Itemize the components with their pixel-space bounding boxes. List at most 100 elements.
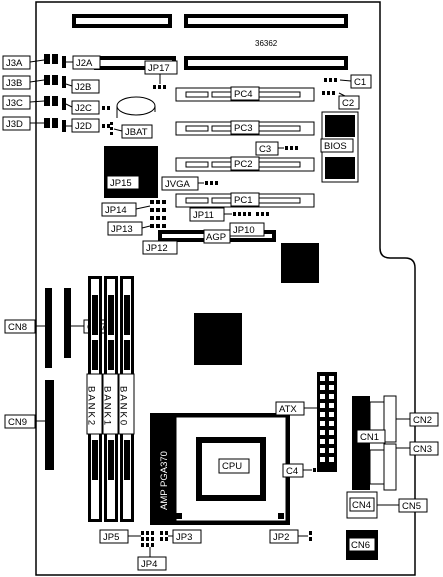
pc2-label: PC2 (230, 156, 260, 171)
jp14-label: JP14 (101, 202, 151, 217)
svg-text:BIOS: BIOS (324, 141, 347, 152)
svg-text:C4: C4 (286, 466, 298, 477)
svg-text:CN2: CN2 (413, 415, 432, 426)
svg-text:PC3: PC3 (234, 123, 252, 134)
svg-text:JVGA: JVGA (165, 179, 190, 190)
svg-text:CN9: CN9 (8, 417, 27, 428)
battery (116, 96, 156, 118)
svg-text:JP13: JP13 (111, 224, 133, 235)
bank1-label: BANK1 (102, 373, 119, 435)
atx-label: ATX (275, 401, 317, 416)
svg-text:J2C: J2C (75, 103, 92, 114)
svg-text:J3B: J3B (6, 78, 22, 89)
jvga-label: JVGA (161, 176, 218, 191)
board-outline (35, 1, 416, 576)
pc4-label: PC4 (230, 86, 260, 101)
j3a-label: J3A (2, 55, 45, 70)
pc3-label: PC3 (230, 120, 260, 135)
svg-text:CPU: CPU (222, 461, 242, 472)
c4-label: C4 (282, 463, 326, 478)
pc1-label: PC1 (230, 192, 260, 207)
svg-text:JP10: JP10 (233, 225, 255, 236)
cn6-connector: CN6 (346, 530, 378, 560)
cn9-label: CN9 (4, 414, 45, 429)
svg-text:AGP: AGP (206, 232, 226, 243)
j2a-label: J2A (66, 55, 101, 70)
jp10-label: JP10 (229, 222, 265, 237)
c3-label: C3 (255, 141, 298, 156)
c1-label: C1 (324, 74, 372, 89)
svg-text:JP2: JP2 (273, 532, 289, 543)
j2b-label: J2B (65, 79, 100, 94)
svg-text:J3D: J3D (6, 119, 23, 130)
cn1-label: CN1 (356, 429, 386, 444)
bank2-label: BANK2 (86, 373, 103, 435)
svg-text:J3A: J3A (6, 58, 23, 69)
jp13-14-jumpers (150, 200, 166, 228)
cn2-label: CN2 (396, 412, 439, 427)
jp17-label: JP17 (144, 60, 178, 89)
svg-text:J2A: J2A (76, 58, 93, 69)
svg-text:CN5: CN5 (402, 501, 421, 512)
svg-text:JP4: JP4 (141, 559, 157, 570)
svg-text:JP3: JP3 (176, 532, 192, 543)
svg-text:ATX: ATX (279, 404, 297, 415)
cn8-label: CN8 (4, 319, 45, 334)
jp13-label: JP13 (107, 221, 151, 236)
svg-text:BANK0: BANK0 (118, 386, 129, 427)
j2d-label: J2D (66, 118, 100, 133)
bank0-label: BANK0 (118, 373, 135, 435)
svg-text:JP12: JP12 (146, 243, 168, 254)
svg-text:C1: C1 (354, 77, 366, 88)
jp3-label: JP3 (168, 529, 202, 544)
jbat-label: JBAT (110, 122, 153, 139)
jp3-5-jumpers (141, 531, 168, 547)
cn3-label: CN3 (396, 441, 439, 456)
svg-text:BANK2: BANK2 (86, 386, 97, 427)
svg-text:J2B: J2B (75, 82, 91, 93)
board-code: 36362 (255, 39, 278, 48)
svg-text:C2: C2 (342, 98, 354, 109)
isa-slots-top (72, 14, 348, 70)
atx-connector (317, 372, 337, 472)
svg-text:AMP PGA370: AMP PGA370 (159, 451, 170, 510)
c2-label: C2 (322, 91, 360, 110)
j3c-label: J3C (2, 95, 45, 110)
svg-text:CN3: CN3 (413, 444, 432, 455)
svg-text:PC2: PC2 (234, 159, 252, 170)
svg-text:CN4: CN4 (352, 500, 371, 511)
jp4-label: JP4 (137, 547, 167, 571)
svg-text:C3: C3 (259, 144, 271, 155)
j2-jumpers (102, 106, 110, 128)
cn4-connector: CN4 (346, 491, 378, 519)
jp2-label: JP2 (269, 529, 312, 544)
bios-chip: BIOS (320, 111, 359, 183)
svg-text:BANK1: BANK1 (102, 386, 113, 427)
svg-text:J2D: J2D (75, 121, 92, 132)
svg-text:CN1: CN1 (360, 432, 379, 443)
svg-text:PC1: PC1 (234, 195, 252, 206)
j3b-label: J3B (2, 75, 45, 90)
svg-text:JP14: JP14 (105, 205, 127, 216)
svg-text:JP15: JP15 (110, 178, 132, 189)
cn5-label: CN5 (377, 498, 428, 513)
j3d-label: J3D (2, 116, 44, 131)
j2c-label: J2C (65, 100, 100, 115)
left-headers (44, 54, 66, 132)
jp12-label: JP12 (142, 240, 178, 255)
svg-text:J3C: J3C (6, 98, 23, 109)
chip-center (194, 313, 242, 365)
cpu-socket: AMP PGA370 (150, 413, 290, 525)
svg-text:JP11: JP11 (193, 210, 214, 221)
svg-text:CN6: CN6 (351, 540, 370, 551)
cn8-header (45, 288, 71, 368)
cn9-header (45, 380, 54, 470)
cpu-label: CPU (218, 458, 250, 474)
svg-text:PC4: PC4 (234, 89, 252, 100)
svg-text:JBAT: JBAT (125, 127, 148, 138)
chip-jp15: JP15 (104, 146, 158, 198)
svg-text:CN8: CN8 (8, 322, 27, 333)
jp5-label: JP5 (99, 529, 141, 544)
jp11-label: JP11 (189, 207, 269, 222)
